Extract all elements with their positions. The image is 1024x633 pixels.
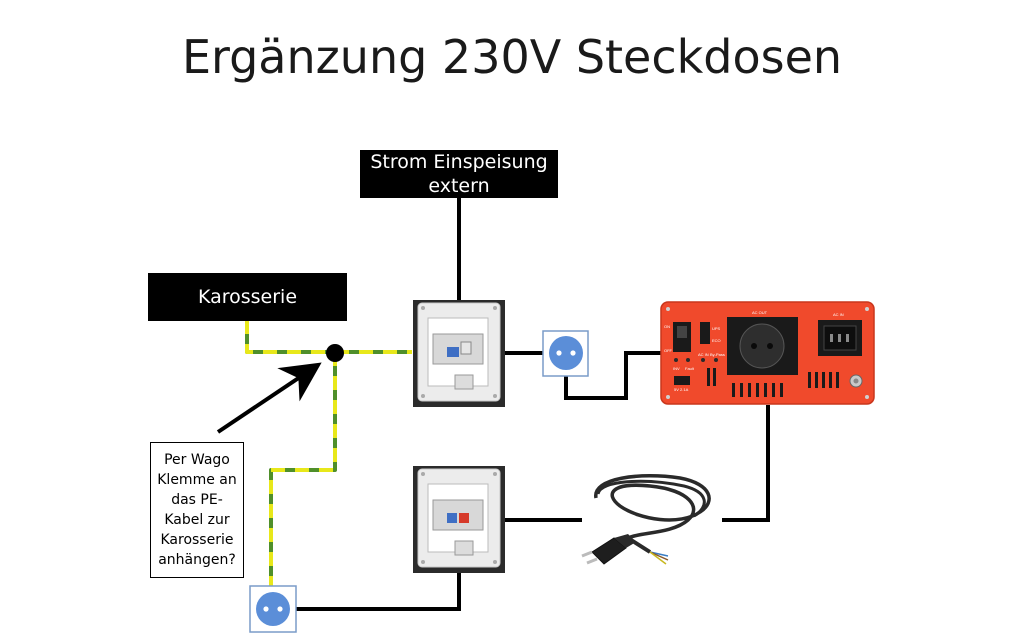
inverter-led-inv: INV (673, 366, 680, 371)
supply-label-box: Strom Einspeisung extern (360, 150, 558, 198)
wire-socket-to-inverter (564, 351, 661, 400)
inverter-led-fault: Fault (685, 366, 695, 371)
inverter-ups-label: UPS (712, 326, 721, 331)
chassis-label: Karosserie (197, 286, 298, 308)
inverter-icon: ON OFF UPS ECO INV Fault AC IN By-Pass 5… (660, 301, 875, 405)
wire-inverter-to-cable (722, 405, 770, 522)
schuko-socket-icon (542, 330, 589, 377)
schuko-socket-icon (249, 585, 297, 633)
inverter-led-acin: AC IN (698, 352, 709, 357)
inverter-acout-label: AC OUT (752, 310, 768, 315)
wires (296, 196, 770, 611)
inverter-usb-label: 5V 2.1A (674, 387, 689, 392)
chassis-label-box: Karosserie (148, 273, 347, 321)
note-box: Per Wago Klemme an das PE- Kabel zur Kar… (150, 442, 244, 578)
inverter-on-label: ON (664, 324, 670, 329)
slide-title: Ergänzung 230V Steckdosen (181, 30, 843, 84)
power-cable-icon (581, 474, 711, 565)
pe-wire (245, 320, 412, 586)
junction-dot-icon (326, 344, 344, 362)
note-text: Per Wago Klemme an das PE- Kabel zur Kar… (157, 452, 237, 568)
arrow-icon (216, 362, 322, 434)
inverter-eco-label: ECO (712, 338, 721, 343)
inverter-led-bypass: By-Pass (710, 352, 725, 357)
inverter-off-label: OFF (664, 348, 673, 353)
inverter-acin-label: AC IN (833, 312, 844, 317)
supply-label: Strom Einspeisung extern (370, 151, 548, 197)
breaker-box-icon (413, 466, 505, 573)
breaker-box-icon (413, 300, 505, 407)
wire-breaker2-to-socket2 (296, 572, 461, 611)
